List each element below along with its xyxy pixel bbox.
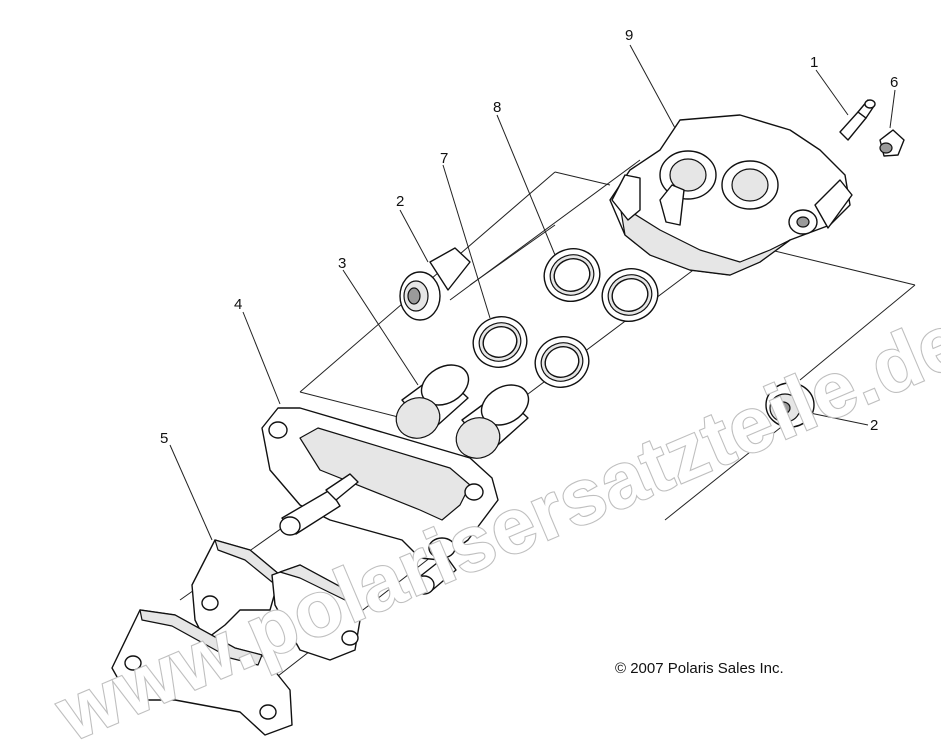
callout-5: 5 — [160, 430, 168, 447]
callout-1: 1 — [810, 54, 818, 71]
callout-2-lower: 2 — [870, 417, 878, 434]
pistons — [395, 364, 530, 459]
callout-leaders — [169, 44, 896, 541]
callout-9: 9 — [625, 27, 633, 44]
callout-8: 8 — [493, 99, 501, 116]
callout-3: 3 — [338, 255, 346, 272]
pin-boot-lower — [765, 382, 815, 428]
inner-seals — [472, 316, 590, 388]
callout-7: 7 — [440, 150, 448, 167]
callout-labels: 1 2 2 3 4 5 6 7 8 9 — [160, 27, 898, 447]
bleeder-cap — [879, 129, 905, 157]
bleeder-screw — [839, 99, 876, 141]
pin-boot-upper — [399, 247, 471, 321]
callout-2-upper: 2 — [396, 193, 404, 210]
brake-pads — [111, 539, 361, 736]
caliper-bracket — [261, 407, 499, 595]
callout-6: 6 — [890, 74, 898, 91]
caliper-body — [609, 114, 853, 276]
callout-4: 4 — [234, 296, 242, 313]
outer-seals — [543, 248, 659, 322]
copyright-notice: © 2007 Polaris Sales Inc. — [615, 660, 784, 677]
